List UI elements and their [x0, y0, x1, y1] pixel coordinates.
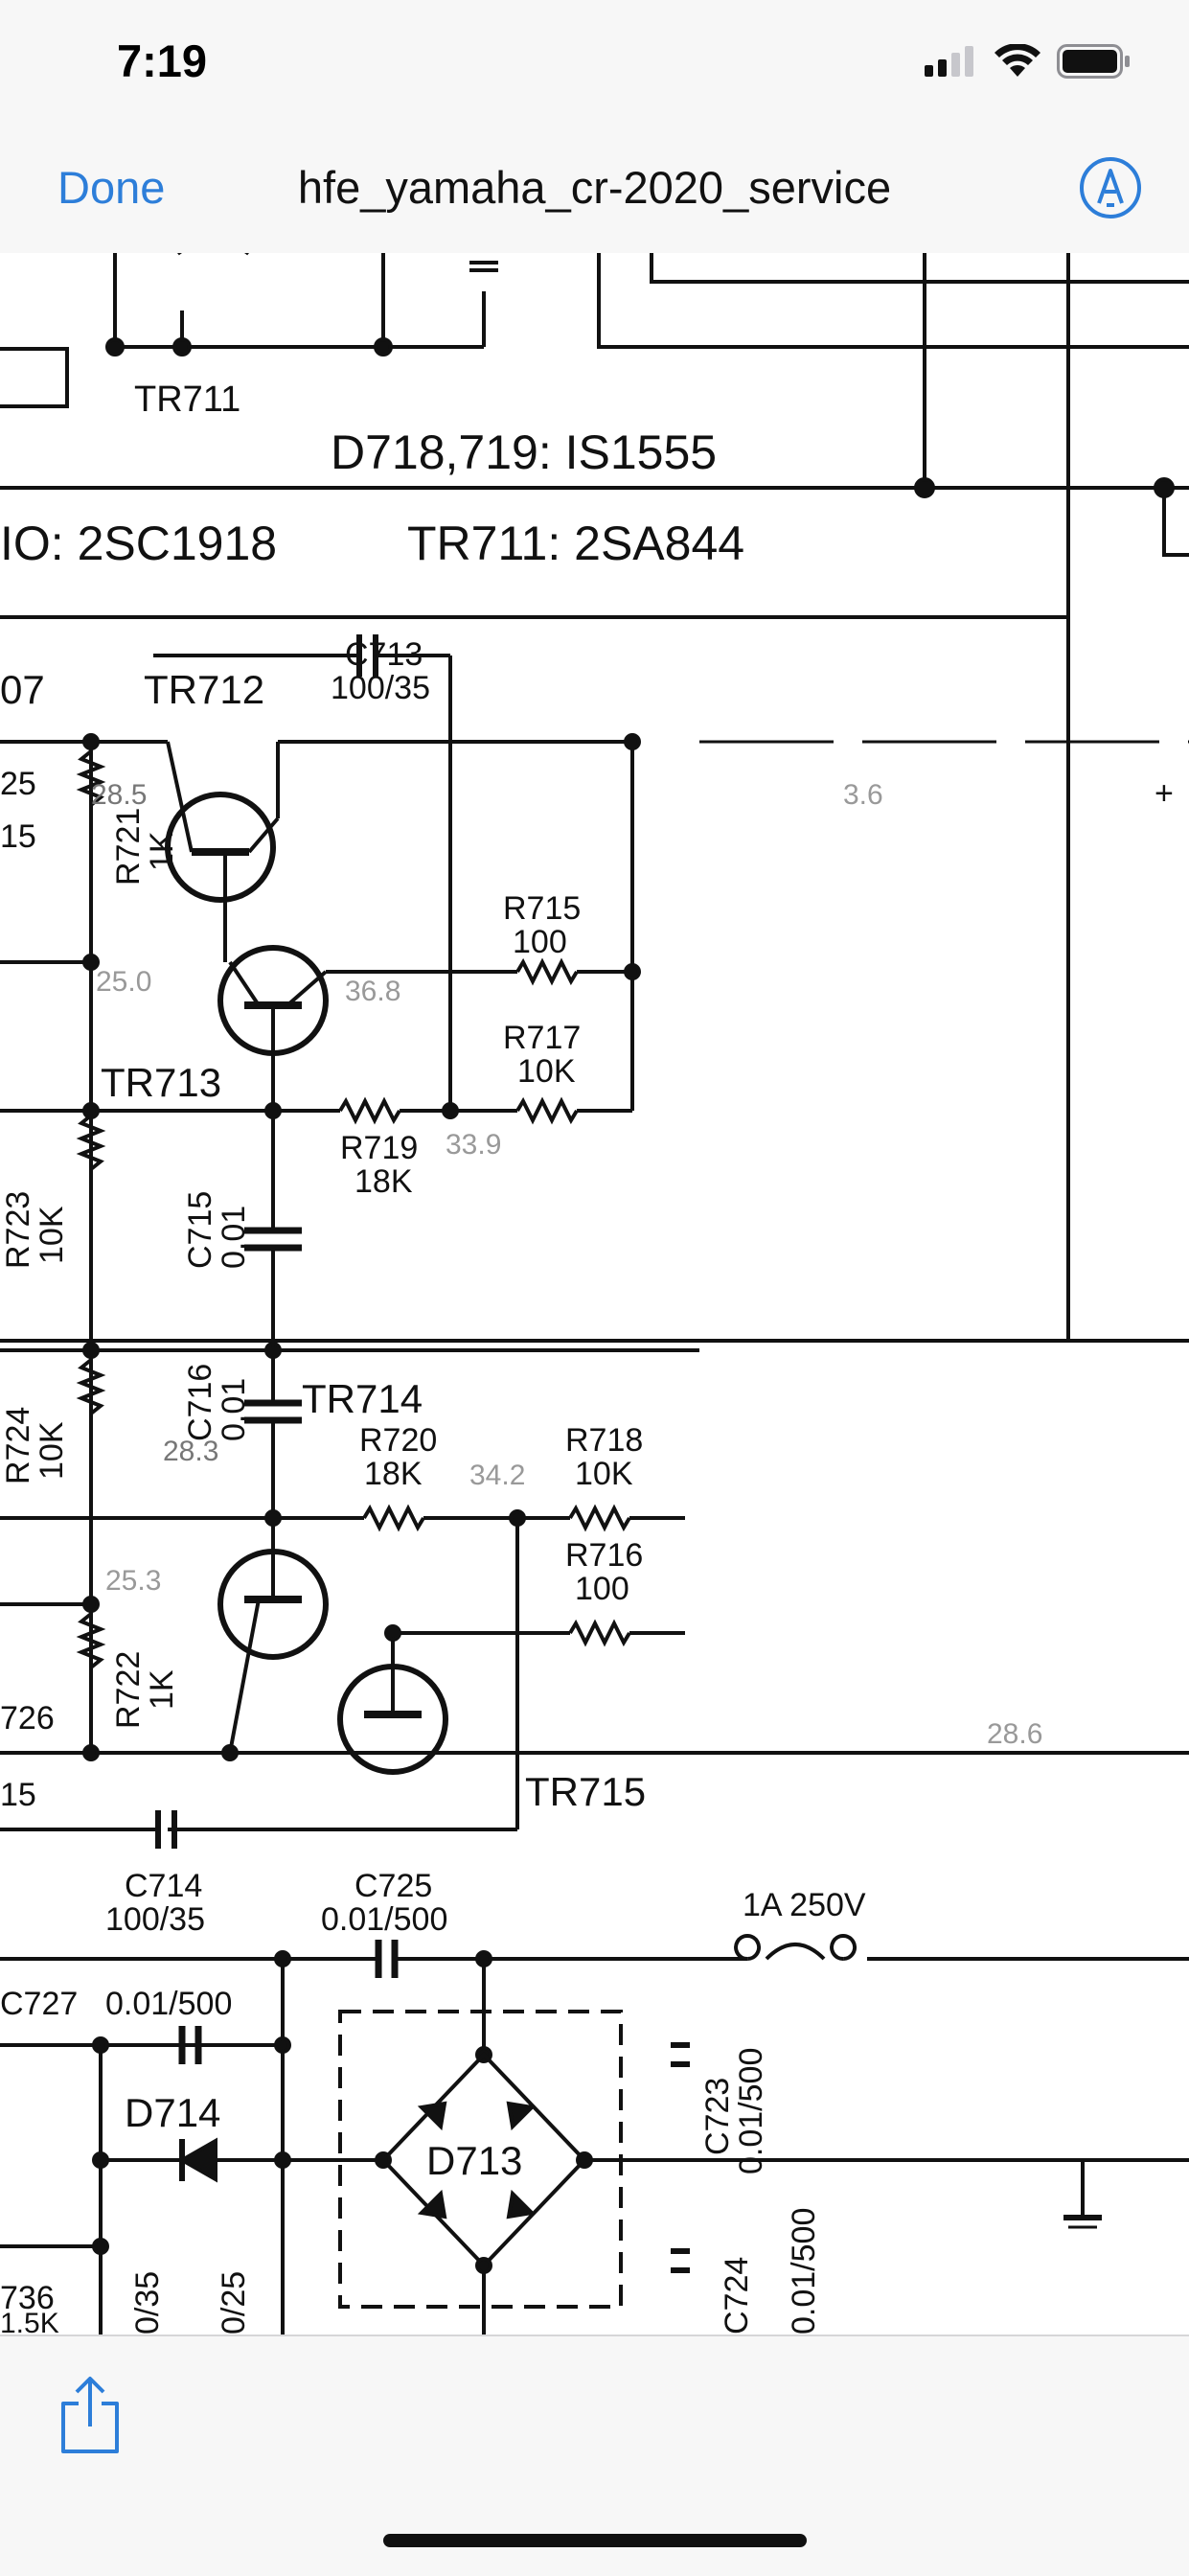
label-r718: R718	[565, 1422, 643, 1459]
label-tr711-top: TR711	[134, 380, 240, 420]
label-fuse: 1A 250V	[743, 1887, 866, 1923]
label-r722-value: 1K	[144, 1669, 180, 1710]
bottom-toolbar	[0, 2334, 1189, 2576]
label-v253: 25.3	[105, 1565, 161, 1597]
label-c724: C724	[719, 2257, 755, 2334]
label-c716: C716	[182, 1364, 218, 1441]
label-c723-value: 0.01/500	[733, 2048, 769, 2174]
status-bar: 7:19	[0, 0, 1189, 134]
label-r715: R715	[503, 890, 581, 927]
document-title: hfe_yamaha_cr-2020_service	[297, 162, 892, 213]
label-v283: 28.3	[163, 1436, 218, 1467]
label-v286: 28.6	[987, 1718, 1042, 1750]
label-r726-b: 15	[0, 1777, 36, 1813]
markup-pen-icon[interactable]	[1078, 155, 1143, 220]
label-v368: 36.8	[345, 976, 400, 1007]
label-r723-value: 10K	[34, 1206, 70, 1264]
home-indicator[interactable]	[383, 2534, 807, 2547]
label-r718-value: 10K	[575, 1456, 633, 1492]
label-r722: R722	[110, 1651, 147, 1729]
label-d713: D713	[426, 2138, 522, 2183]
label-tr715: TR715	[525, 1769, 646, 1814]
navigation-bar: Done hfe_yamaha_cr-2020_service	[0, 134, 1189, 255]
done-button[interactable]: Done	[57, 162, 166, 213]
label-v342: 34.2	[469, 1460, 525, 1491]
label-c714: C714	[125, 1868, 202, 1904]
label-r720: R720	[359, 1422, 437, 1459]
status-time: 7:19	[117, 35, 208, 86]
label-c716-value: 0.01	[216, 1378, 252, 1441]
label-r719: R719	[340, 1130, 418, 1166]
status-icons	[925, 42, 1132, 80]
label-c724-value: 0.01/500	[786, 2208, 822, 2334]
label-r721: R721	[110, 808, 147, 886]
document-view[interactable]: TR711 D718,719: IS1555 IO: 2SC1918 TR711…	[0, 253, 1189, 2334]
wifi-icon	[995, 44, 1040, 77]
label-c725: C725	[354, 1868, 432, 1904]
label-r724: R724	[0, 1407, 36, 1484]
label-r720-value: 18K	[364, 1456, 423, 1492]
label-r719-value: 18K	[354, 1163, 413, 1200]
label-transistors-2: TR711: 2SA844	[407, 517, 744, 570]
label-cap-a: 0/35	[129, 2271, 166, 2334]
label-r721-value: 1K	[144, 831, 180, 871]
battery-icon	[1057, 44, 1130, 79]
label-tr712: TR712	[144, 667, 264, 712]
label-r736-b: 1.5K	[0, 2308, 59, 2334]
label-v339: 33.9	[446, 1129, 501, 1161]
share-icon[interactable]	[56, 2375, 125, 2455]
label-transistors-1: IO: 2SC1918	[0, 517, 277, 570]
schematic-page: TR711 D718,719: IS1555 IO: 2SC1918 TR711…	[0, 253, 1189, 2334]
label-v285: 28.5	[91, 779, 147, 811]
label-r716-value: 100	[575, 1571, 629, 1607]
label-tr714: TR714	[302, 1376, 423, 1421]
label-tr713: TR713	[101, 1060, 221, 1105]
label-cap-b: 0/25	[216, 2271, 252, 2334]
label-v250: 25.0	[96, 966, 151, 998]
label-r716: R716	[565, 1537, 643, 1574]
label-c713-value: 100/35	[331, 670, 430, 706]
label-c725-value: 0.01/500	[321, 1901, 447, 1938]
label-r725: 25	[0, 766, 36, 802]
label-r726: 726	[0, 1700, 55, 1736]
label-c727-value: 0.01/500	[105, 1986, 232, 2022]
label-r736: 736	[0, 2280, 55, 2316]
label-r723: R723	[0, 1191, 36, 1269]
label-c713: C713	[345, 636, 423, 673]
label-r715-partial: 15	[0, 818, 36, 855]
label-tr707: 07	[0, 667, 45, 712]
label-r715-value: 100	[513, 924, 567, 960]
label-r717-value: 10K	[517, 1053, 576, 1090]
label-plus-right: +	[1155, 775, 1174, 812]
label-c723: C723	[699, 2078, 736, 2155]
label-d714: D714	[125, 2090, 220, 2135]
label-c714-value: 100/35	[105, 1901, 205, 1938]
label-c715: C715	[182, 1191, 218, 1269]
label-r717: R717	[503, 1020, 581, 1056]
label-v34: 3.6	[843, 779, 883, 811]
label-c727: C727	[0, 1986, 78, 2022]
signal-icon	[925, 46, 973, 77]
label-c715-value: 0.01	[216, 1206, 252, 1269]
label-diodes: D718,719: IS1555	[331, 426, 717, 479]
label-r724-value: 10K	[34, 1421, 70, 1480]
